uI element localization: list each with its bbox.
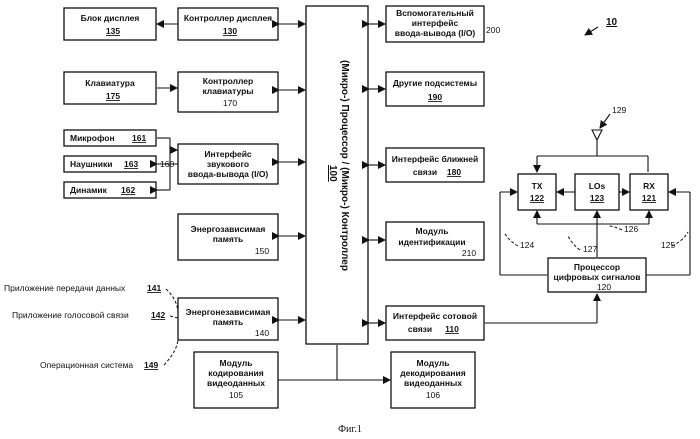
- svg-text:декодирования: декодирования: [400, 368, 466, 378]
- svg-text:Клавиатура: Клавиатура: [85, 78, 135, 88]
- ref-124: 124: [520, 240, 534, 250]
- svg-text:Другие подсистемы: Другие подсистемы: [393, 78, 477, 88]
- volatile-memory-block: Энергозависимая память 150: [178, 214, 278, 260]
- ref-126: 126: [624, 224, 638, 234]
- svg-text:интерфейс: интерфейс: [412, 18, 459, 28]
- video-decoder-block: Модуль декодирования видеоданных 106: [391, 352, 475, 408]
- tx-block: TX 122: [518, 174, 556, 210]
- svg-text:Интерфейс сотовой: Интерфейс сотовой: [393, 311, 477, 321]
- svg-text:163: 163: [124, 159, 138, 169]
- figure-ref: 10: [585, 17, 618, 35]
- svg-text:Интерфейс: Интерфейс: [204, 149, 252, 159]
- svg-text:190: 190: [428, 92, 442, 102]
- svg-text:Динамик: Динамик: [70, 185, 108, 195]
- svg-text:связи: связи: [408, 324, 432, 334]
- figure-caption: Фиг.1: [338, 424, 362, 435]
- svg-text:TX: TX: [532, 181, 543, 191]
- microphone-block: Микрофон 161: [64, 130, 156, 146]
- video-encoder-block: Модуль кодирования видеоданных 105: [194, 352, 278, 408]
- svg-text:141: 141: [147, 283, 161, 293]
- rx-block: RX 121: [630, 174, 668, 210]
- svg-text:121: 121: [642, 193, 656, 203]
- svg-text:видеоданных: видеоданных: [404, 378, 462, 388]
- svg-text:210: 210: [462, 248, 476, 258]
- svg-text:Энергозависимая: Энергозависимая: [191, 224, 266, 234]
- svg-text:149: 149: [144, 360, 158, 370]
- display-block: Блок дисплея 135: [64, 8, 156, 40]
- svg-text:RX: RX: [643, 181, 655, 191]
- svg-text:140: 140: [255, 328, 269, 338]
- svg-text:память: память: [213, 317, 244, 327]
- svg-text:Контроллер: Контроллер: [203, 76, 253, 86]
- antenna-num: 129: [612, 105, 626, 115]
- display-controller-block: Контроллер дисплея 130: [178, 8, 278, 40]
- svg-text:10: 10: [606, 17, 618, 28]
- voice-app-label: Приложение голосовой связи: [12, 310, 129, 320]
- dsp-block: Процессор цифровых сигналов 120: [548, 258, 646, 292]
- svg-text:150: 150: [255, 246, 269, 256]
- svg-text:180: 180: [447, 167, 461, 177]
- svg-text:Контроллер дисплея: Контроллер дисплея: [184, 13, 272, 23]
- svg-text:162: 162: [121, 185, 135, 195]
- cellular-block: Интерфейс сотовой связи 110: [386, 306, 484, 340]
- svg-text:110: 110: [445, 324, 459, 334]
- headphones-block: Наушники 163: [64, 156, 156, 172]
- svg-text:Модуль: Модуль: [417, 358, 450, 368]
- svg-text:кодирования: кодирования: [208, 368, 263, 378]
- svg-text:100: 100: [327, 165, 338, 182]
- svg-text:ввода-вывода (I/O): ввода-вывода (I/O): [188, 169, 269, 179]
- svg-text:(Микро-) Процессор / (Микро-): (Микро-) Процессор / (Микро-) Контроллер: [339, 60, 350, 271]
- svg-text:Модуль: Модуль: [220, 358, 253, 368]
- svg-text:122: 122: [530, 193, 544, 203]
- svg-text:клавиатуры: клавиатуры: [202, 86, 253, 96]
- svg-text:Интерфейс ближней: Интерфейс ближней: [392, 154, 478, 164]
- svg-text:135: 135: [106, 26, 120, 36]
- svg-text:123: 123: [590, 193, 604, 203]
- svg-text:ввода-вывода (I/O): ввода-вывода (I/O): [395, 28, 476, 38]
- svg-text:105: 105: [229, 390, 243, 400]
- speaker-block: Динамик 162: [64, 182, 156, 198]
- svg-text:161: 161: [132, 133, 146, 143]
- keyboard-controller-block: Контроллер клавиатуры 170: [178, 72, 278, 112]
- svg-text:звукового: звукового: [207, 159, 249, 169]
- svg-text:175: 175: [106, 91, 120, 101]
- svg-text:120: 120: [597, 282, 611, 292]
- svg-text:106: 106: [426, 390, 440, 400]
- os-label: Операционная система: [40, 360, 133, 370]
- svg-text:Блок дисплея: Блок дисплея: [81, 13, 140, 23]
- ref-127: 127: [583, 244, 597, 254]
- antenna-icon: [592, 130, 602, 156]
- svg-text:LOs: LOs: [589, 181, 606, 191]
- svg-text:Энергонезависимая: Энергонезависимая: [186, 307, 271, 317]
- svg-text:связи: связи: [413, 167, 437, 177]
- svg-text:Модуль: Модуль: [416, 226, 449, 236]
- svg-text:идентификации: идентификации: [398, 237, 465, 247]
- audio-io-block: Интерфейс звукового ввода-вывода (I/O): [178, 144, 278, 184]
- svg-text:142: 142: [151, 310, 165, 320]
- short-range-block: Интерфейс ближней связи 180: [386, 148, 484, 182]
- nonvolatile-memory-block: Энергонезависимая память 140: [178, 298, 278, 340]
- svg-text:память: память: [213, 234, 244, 244]
- svg-text:170: 170: [223, 98, 237, 108]
- los-block: LOs 123: [575, 174, 619, 210]
- svg-text:Процессор: Процессор: [574, 262, 620, 272]
- processor-block: (Микро-) Процессор / (Микро-) Контроллер…: [306, 6, 368, 344]
- svg-text:130: 130: [223, 26, 237, 36]
- svg-text:Микрофон: Микрофон: [70, 133, 115, 143]
- svg-text:видеоданных: видеоданных: [207, 378, 265, 388]
- svg-text:цифровых сигналов: цифровых сигналов: [554, 272, 641, 282]
- svg-text:Наушники: Наушники: [70, 159, 113, 169]
- software-labels: Приложение передачи данных 141 Приложени…: [4, 283, 178, 370]
- aux-io-block: Вспомогательный интерфейс ввода-вывода (…: [386, 6, 484, 42]
- data-app-label: Приложение передачи данных: [4, 283, 126, 293]
- aux-io-num: 200: [486, 25, 500, 35]
- id-module-block: Модуль идентификации 210: [386, 222, 484, 260]
- svg-text:Вспомогательный: Вспомогательный: [396, 8, 474, 18]
- keyboard-block: Клавиатура 175: [64, 72, 156, 104]
- other-subsystems-block: Другие подсистемы 190: [386, 72, 484, 106]
